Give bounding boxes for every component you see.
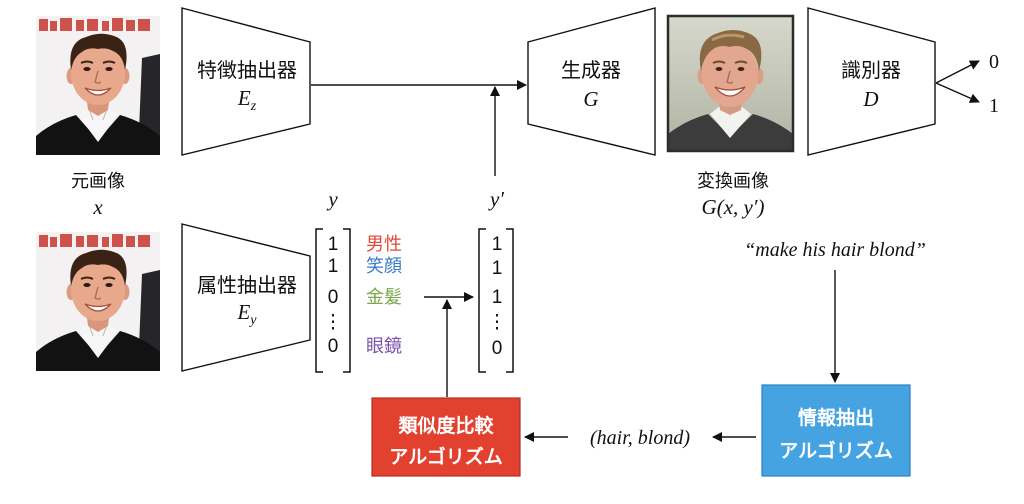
generated-face-photo <box>668 16 793 151</box>
attribute-extractor-symbol: Ey <box>236 300 257 328</box>
feature-extractor-label: 特徴抽出器 <box>197 58 297 82</box>
attribute-vector-left-bracket <box>315 228 323 373</box>
feature-extractor-symbol-sub: z <box>250 99 257 114</box>
discriminator-output-1: 1 <box>989 95 999 117</box>
feature-extractor-symbol-main: E <box>237 86 251 110</box>
arrow-discriminator-output-0 <box>935 60 980 84</box>
edited-vector-right-bracket <box>506 228 514 373</box>
arrow-discriminator-output-1 <box>935 82 980 103</box>
attribute-vector-right-bracket <box>343 228 351 373</box>
output-image-caption: 変換画像 <box>697 171 769 192</box>
attribute-extractor-block <box>181 223 311 372</box>
edited-vector-value: 1 <box>492 234 503 255</box>
extraction-algorithm-subtitle: アルゴリズム <box>779 439 892 462</box>
output-image-symbol: G(x, y′) <box>702 195 765 219</box>
extraction-algorithm-box <box>761 384 911 477</box>
discriminator-label: 識別器 <box>841 58 901 82</box>
edited-vector-value: 1 <box>492 287 503 308</box>
similarity-algorithm-subtitle: アルゴリズム <box>389 445 502 468</box>
attribute-extractor-symbol-main: E <box>236 300 250 324</box>
similarity-algorithm-title: 類似度比較 <box>397 414 494 437</box>
attribute-vector-value: 1 <box>328 256 339 277</box>
attribute-vector-value: 0 <box>328 336 339 357</box>
generated-photo-border <box>666 14 795 153</box>
edited-vector-value: 0 <box>492 338 503 359</box>
discriminator-output-0: 0 <box>989 51 999 73</box>
attribute-vector-ellipsis: ⋮ <box>324 312 343 333</box>
extracted-attribute-pair: (hair, blond) <box>590 427 690 449</box>
attribute-name: 眼鏡 <box>366 336 402 357</box>
edited-vector-value: 1 <box>492 258 503 279</box>
generator-label: 生成器 <box>561 58 621 82</box>
edited-vector-left-bracket <box>478 228 486 373</box>
instruction-text: “make his hair blond” <box>744 239 926 261</box>
feature-extractor-block <box>181 7 311 156</box>
attribute-vector-label: y <box>326 187 338 211</box>
attribute-extractor-label: 属性抽出器 <box>197 273 297 297</box>
generator-symbol: G <box>583 87 598 111</box>
attribute-vector-value: 1 <box>328 234 339 255</box>
attribute-name: 男性 <box>366 234 402 255</box>
feature-extractor-symbol: Ez <box>237 86 257 114</box>
source-face-photo <box>36 16 160 155</box>
attribute-extractor-symbol-sub: y <box>248 313 257 328</box>
attribute-source-face-photo <box>36 232 160 371</box>
edited-vector-ellipsis: ⋮ <box>488 312 507 333</box>
attribute-name: 金髪 <box>366 286 402 308</box>
source-image-symbol: x <box>92 195 103 219</box>
edited-vector-label: y′ <box>488 187 504 211</box>
generator-block <box>527 7 656 156</box>
attribute-vector-value: 0 <box>328 287 339 308</box>
attribute-name: 笑顔 <box>366 256 402 277</box>
source-image-caption: 元画像 <box>71 171 125 192</box>
discriminator-block <box>807 7 936 156</box>
extraction-algorithm-title: 情報抽出 <box>798 406 874 429</box>
similarity-algorithm-box <box>371 397 521 477</box>
discriminator-symbol: D <box>862 87 878 111</box>
